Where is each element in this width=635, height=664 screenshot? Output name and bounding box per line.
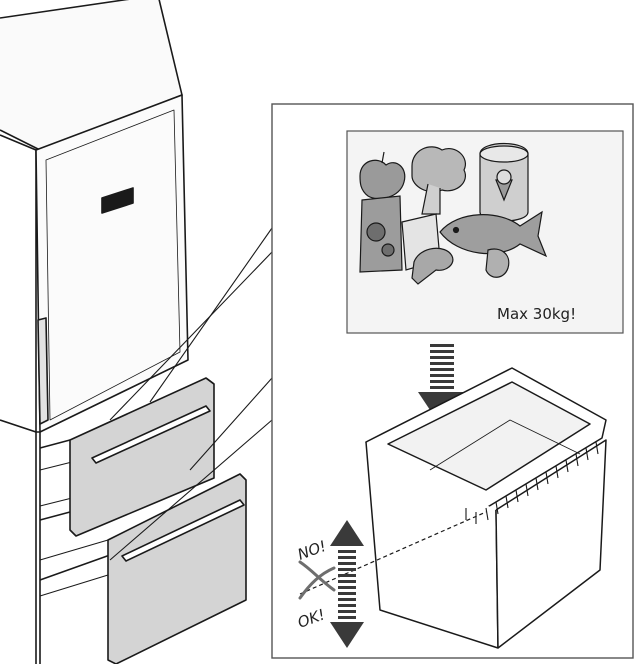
fridge-freezer-illustration bbox=[0, 0, 189, 664]
up-down-arrow-icon bbox=[330, 520, 364, 648]
control-display bbox=[101, 187, 134, 214]
callout-lines bbox=[109, 227, 273, 561]
max-fill-line bbox=[299, 511, 487, 595]
max-load-label: Max 30kg! bbox=[497, 305, 576, 323]
fish-icon bbox=[439, 210, 548, 258]
basket-rim-ridges bbox=[465, 441, 599, 524]
upper-freezer-drawer bbox=[69, 377, 215, 537]
freezer-drawer-basket bbox=[365, 367, 607, 649]
lower-freezer-drawer bbox=[107, 473, 247, 664]
broccoli-icon bbox=[411, 146, 466, 193]
lower-drawer-handle bbox=[121, 499, 245, 562]
chicken-leg-icon bbox=[411, 247, 454, 285]
fridge-door bbox=[35, 94, 189, 433]
upper-drawer-handle bbox=[91, 405, 211, 464]
fridge-door-handle bbox=[37, 317, 49, 425]
frozen-food-items bbox=[359, 143, 548, 285]
cross-icon bbox=[298, 560, 336, 600]
apple-icon bbox=[359, 159, 406, 200]
